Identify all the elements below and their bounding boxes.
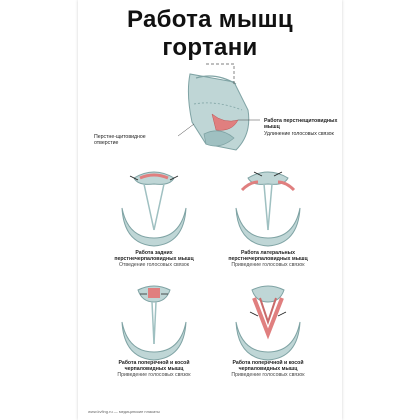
panel-2-bold-1: Работа латеральных: [241, 250, 295, 256]
panel-2-diagram: [235, 171, 301, 247]
panel-4-caption: Работа поперечной и косой черпаловидных …: [220, 360, 316, 378]
panel-4-note: Приведение голосовых связок: [231, 372, 305, 378]
panel-1-bold-2: перстнечерпаловидных мышц: [114, 256, 194, 262]
top-label-bold-2: мышц: [264, 124, 280, 130]
panel-3-note: Приведение голосовых связок: [117, 372, 191, 378]
top-label-left-2: отверстие: [94, 140, 119, 146]
panel-1-caption: Работа задних перстнечерпаловидных мышц …: [106, 250, 202, 268]
top-label-bold-1: Работа перстнещитовидных: [264, 118, 338, 124]
panel-3-diagram: [121, 285, 187, 361]
top-label-left-1: Перстне-щитовидное: [94, 134, 146, 140]
poster: Работа мышц гортани Работа перстнещитови…: [78, 0, 342, 420]
panel-1-diagram: [121, 171, 187, 247]
panel-4-diagram: [235, 285, 301, 361]
top-label-note: Удлинение голосовых связок: [264, 131, 334, 137]
footer-text: www.kvfing.ru — медицинские плакаты: [88, 409, 160, 414]
panel-1-bold-1: Работа задних: [135, 250, 173, 256]
poster-title: Работа мышц гортани: [126, 6, 293, 61]
panel-1-note: Отведение голосовых связок: [118, 262, 190, 268]
panel-4-bold-1: Работа поперечной и косой: [232, 360, 304, 366]
panel-4-bold-2: черпаловидных мышц: [238, 366, 298, 372]
panel-3-bold-1: Работа поперечной и косой: [118, 360, 190, 366]
panel-2-caption: Работа латеральных перстнечерпаловидных …: [220, 250, 316, 268]
panel-2-note: Приведение голосовых связок: [231, 262, 305, 268]
panel-3-bold-2: черпаловидных мышц: [124, 366, 184, 372]
panel-3-caption: Работа поперечной и косой черпаловидных …: [106, 360, 202, 378]
panel-2-bold-2: перстнечерпаловидных мышц: [228, 256, 308, 262]
larynx-side-view: [177, 63, 260, 151]
